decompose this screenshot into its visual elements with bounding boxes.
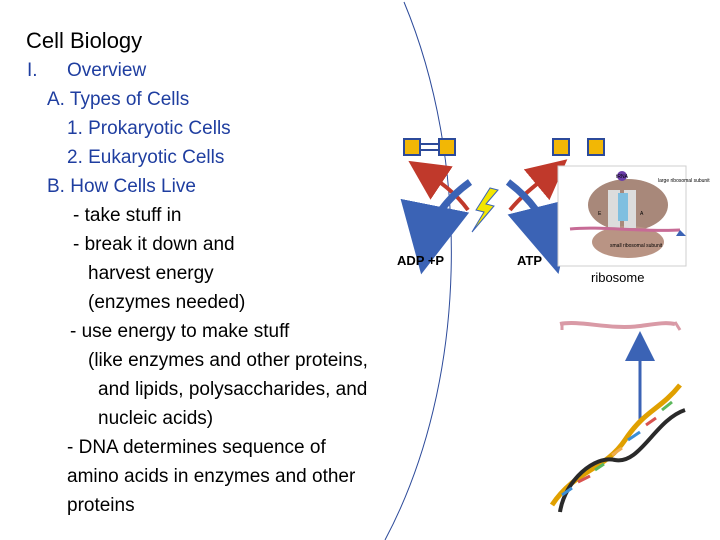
- phosphate-block: [438, 138, 456, 156]
- inset-mrna-strand: [569, 226, 681, 232]
- outline-line-6: - break it down and: [73, 234, 235, 255]
- outline-line-15: proteins: [67, 495, 135, 516]
- slide-title: Cell Biology: [26, 28, 143, 53]
- adp-phosphate-group: [403, 138, 456, 156]
- phosphate-block: [587, 138, 605, 156]
- phosphate-block: [403, 138, 421, 156]
- outline-line-5: - take stuff in: [73, 205, 182, 226]
- outline-line-13: - DNA determines sequence of: [67, 437, 326, 458]
- heading-overview: Overview: [67, 60, 147, 81]
- heading-numeral: I.: [27, 60, 38, 81]
- outline-line-12: nucleic acids): [98, 408, 214, 429]
- blue-arrow-left: [400, 179, 473, 275]
- outline-line-10: (like enzymes and other proteins,: [88, 350, 368, 371]
- outline-line-2: 1. Prokaryotic Cells: [67, 118, 231, 139]
- atp-phosphate-group: [552, 138, 605, 156]
- atp-label: ATP: [517, 253, 543, 268]
- inset-small-subunit-label: small ribosomal subunit: [610, 243, 663, 249]
- outline-line-7: harvest energy: [88, 263, 214, 284]
- inset-site-a: A: [640, 211, 644, 217]
- blue-arrow-right: [505, 179, 576, 274]
- lightning-bolt-icon: [471, 187, 499, 233]
- outline-line-3: 2. Eukaryotic Cells: [67, 147, 225, 168]
- phosphate-block: [552, 138, 570, 156]
- adp-label: ADP +P: [397, 253, 445, 268]
- ribosome-label: ribosome: [591, 270, 645, 285]
- dna-helix-icon: [549, 383, 686, 513]
- inset-site-e: E: [598, 211, 602, 217]
- trna-shape: [618, 193, 628, 221]
- outline-line-11: and lipids, polysaccharides, and: [98, 379, 368, 400]
- trna-head-icon: [617, 171, 627, 181]
- mrna-strand: [559, 321, 676, 329]
- inset-large-subunit-label: large ribosomal subunit: [658, 178, 710, 184]
- small-subunit-shape: [592, 226, 664, 258]
- outline-line-1: A. Types of Cells: [47, 89, 190, 110]
- outline-line-8: (enzymes needed): [88, 292, 246, 313]
- outline-line-4: B. How Cells Live: [47, 176, 196, 197]
- outline-line-9: - use energy to make stuff: [70, 321, 290, 342]
- inset-trna-tag: tRNA: [616, 174, 628, 180]
- outline-line-14: amino acids in enzymes and other: [67, 466, 356, 487]
